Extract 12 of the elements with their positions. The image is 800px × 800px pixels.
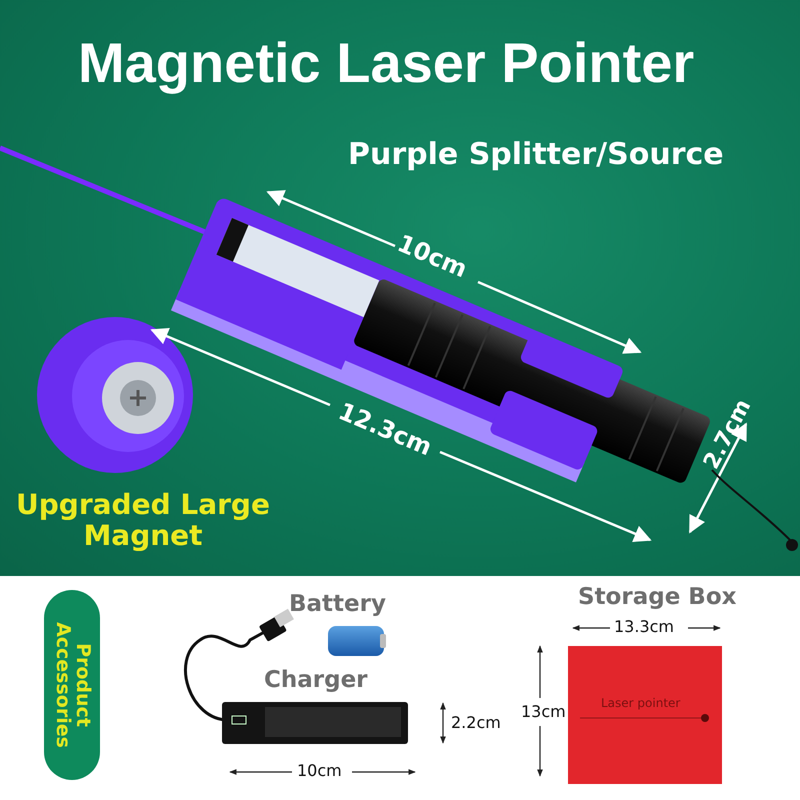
dimension-label: 10cm: [297, 762, 342, 780]
dimension-label: 13cm: [521, 703, 566, 721]
category-badge: Product Accessories: [44, 590, 100, 780]
callout-text: Upgraded Large Magnet: [15, 490, 271, 552]
subtitle: Purple Splitter/Source: [348, 138, 724, 171]
title: Magnetic Laser Pointer: [78, 30, 694, 95]
part-label: Charger: [264, 668, 368, 694]
dimension-label: 2.2cm: [451, 714, 501, 732]
part-label: Battery: [289, 592, 386, 618]
printed-text: Laser pointer: [601, 697, 680, 710]
part-label: Storage Box: [578, 585, 736, 610]
dimension-label: 13.3cm: [614, 618, 674, 636]
